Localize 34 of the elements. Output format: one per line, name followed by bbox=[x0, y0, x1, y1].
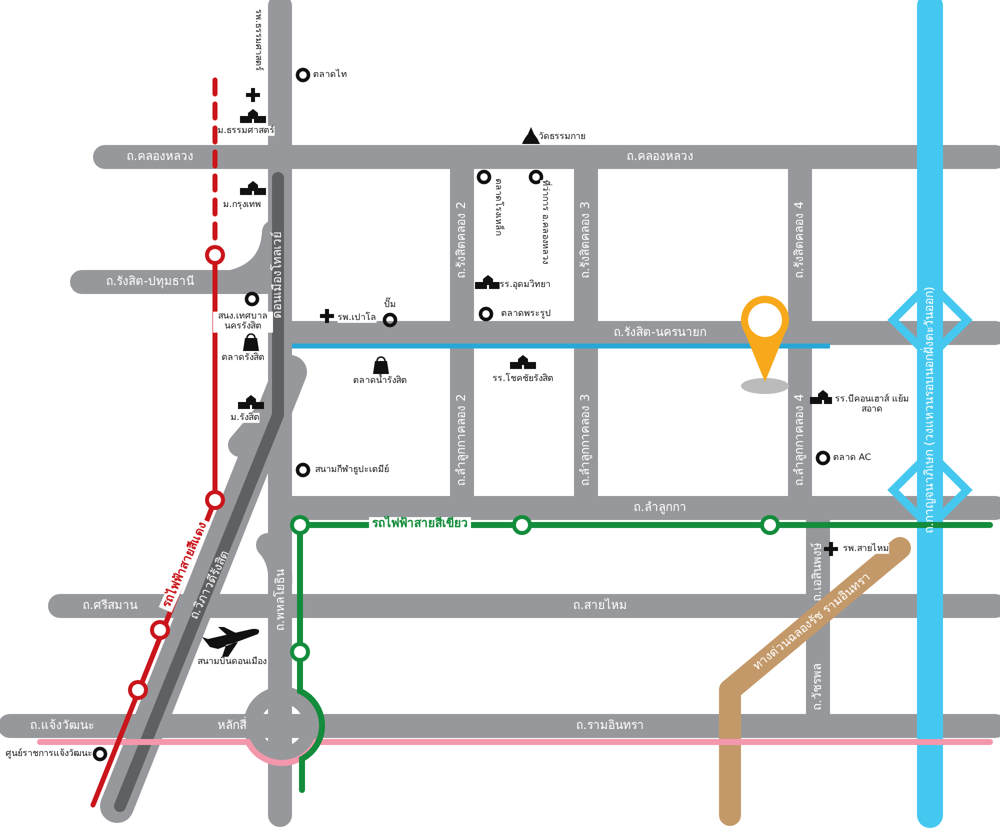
road-name: ถ.เอสินพงษ์ bbox=[811, 542, 824, 602]
road-name: ถ.คลองหลวง bbox=[126, 150, 194, 164]
road-name: ถ.ลำลูกกาคลอง 2 bbox=[455, 394, 469, 486]
place-name: รร.อุดมวิทยา bbox=[500, 280, 550, 290]
place-name: รพ.สายไหม bbox=[843, 544, 889, 554]
road-name: ถ.รามอินทรา bbox=[576, 719, 644, 733]
road-name: ถ.รังสิต-นครนายก bbox=[613, 326, 707, 340]
place-name: ตลาด AC bbox=[832, 452, 872, 464]
road-name: ถ.ลำลูกกา bbox=[634, 501, 686, 515]
place-name: ม.รังสิต bbox=[230, 412, 260, 424]
road-name: ถ.รังสิตคลอง 4 bbox=[793, 201, 807, 279]
place-name: ตลาดพระรูป bbox=[501, 308, 551, 320]
road-name: ถ.ศรีสมาน bbox=[82, 599, 138, 613]
place-name: ที่ว่าการ อ.คลองหลวง bbox=[540, 180, 550, 264]
road-name: ถ.รังสิตคลอง 3 bbox=[579, 201, 593, 279]
place-name: ม.กรุงเทพ bbox=[223, 200, 261, 210]
road-name: ถ.สายไหม bbox=[573, 599, 627, 613]
road-name: ถ.พหลโยธิน bbox=[274, 569, 288, 631]
place-name: สนง.เทศบาล นครรังสิต bbox=[213, 312, 273, 332]
road-name: ถ.กาญจนาภิเษก (วงแหวนรอบนอกฝั่งตะวันออก) bbox=[923, 286, 937, 534]
place-name: วัดธรรมกาย bbox=[538, 132, 586, 142]
road-name: หลักสี่ bbox=[218, 719, 246, 733]
road-name: ดอนเมืองโทลเวย์ bbox=[271, 232, 285, 318]
road-name: ถ.รังสิต-ปทุมธานี bbox=[106, 275, 194, 289]
place-name: ม.ธรรมศาสตร์ bbox=[218, 126, 274, 136]
place-name: ศูนย์ราชการแจ้งวัฒนะ bbox=[6, 748, 92, 760]
road-name: ถ.ลำลูกกาคลอง 3 bbox=[579, 394, 593, 486]
place-name: รพ.เปาโล bbox=[338, 312, 376, 324]
road-name: ถ.ลำลูกกาคลอง 4 bbox=[793, 394, 807, 486]
road-name: ถ.รังสิตคลอง 2 bbox=[455, 201, 469, 279]
road-name: ถ.แจ้งวัฒนะ bbox=[30, 719, 94, 733]
road-name: ถ.คลองหลวง bbox=[626, 150, 694, 164]
place-name: สนามกีฬาธูปะเตมีย์ bbox=[315, 464, 389, 476]
rail-line-name: รถไฟฟ้าสายสีเขียว bbox=[369, 517, 471, 531]
